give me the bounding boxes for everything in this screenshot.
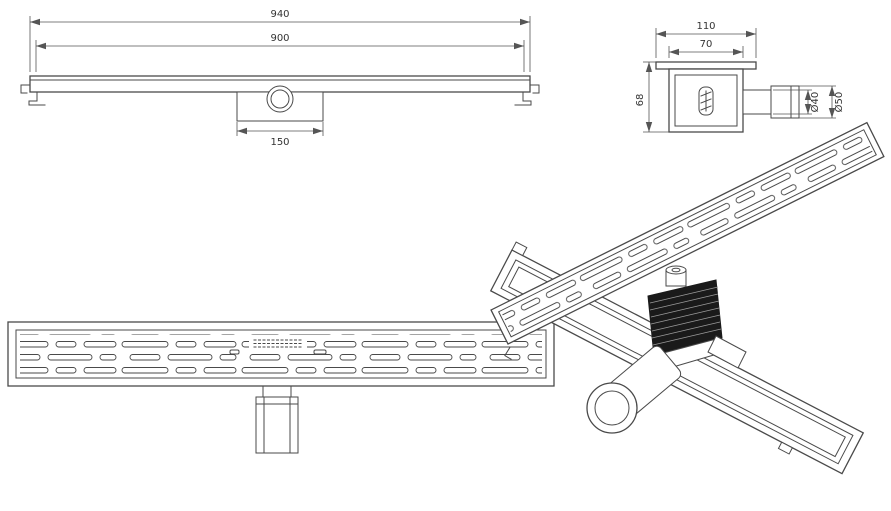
dimension-overall-length (29, 16, 531, 72)
iso-view (489, 121, 885, 475)
channel-corner-tab (511, 241, 528, 257)
dim-label-trap-width: 150 (270, 137, 289, 148)
dimension-outer-width (655, 28, 757, 58)
dimension-pipe-d50 (799, 85, 836, 119)
dimension-height (643, 61, 669, 133)
end-view: 110 70 68 (635, 21, 845, 133)
bottom-outlet (255, 383, 299, 454)
dim-label-pipe-d40: Ø40 (809, 92, 821, 113)
grate-end-clip (504, 346, 512, 360)
end-body (655, 61, 757, 133)
dimension-inner-length (35, 40, 525, 72)
iso-trap-pipe (586, 345, 682, 434)
dimension-trap-width (236, 122, 324, 136)
dim-label-inner-length: 900 (270, 33, 289, 44)
iso-grate-slots (501, 132, 874, 335)
iso-grate (490, 121, 885, 360)
pipe-d50 (770, 85, 800, 119)
outlet-pipes (742, 85, 800, 119)
left-foot-bracket (28, 91, 46, 106)
top-view (7, 321, 555, 454)
right-foot-bracket (514, 91, 532, 106)
dimension-inner-width (668, 46, 744, 58)
drain-trap-front (236, 85, 324, 122)
right-end-hook (529, 84, 540, 94)
front-view: 940 900 150 (20, 9, 540, 148)
grate-center-detail (229, 336, 327, 355)
pipe-d40 (742, 89, 772, 115)
dim-label-pipe-d50: Ø50 (833, 92, 845, 113)
dim-label-overall-length: 940 (270, 9, 289, 20)
dimension-pipe-d40 (773, 89, 812, 115)
dim-label-height: 68 (635, 94, 646, 107)
iso-outlet-stub (707, 335, 747, 369)
dim-label-inner-width: 70 (700, 39, 713, 50)
channel-profile (20, 75, 540, 106)
left-end-hook (20, 84, 31, 94)
dim-label-outer-width: 110 (696, 21, 715, 32)
channel-foot (777, 441, 794, 455)
